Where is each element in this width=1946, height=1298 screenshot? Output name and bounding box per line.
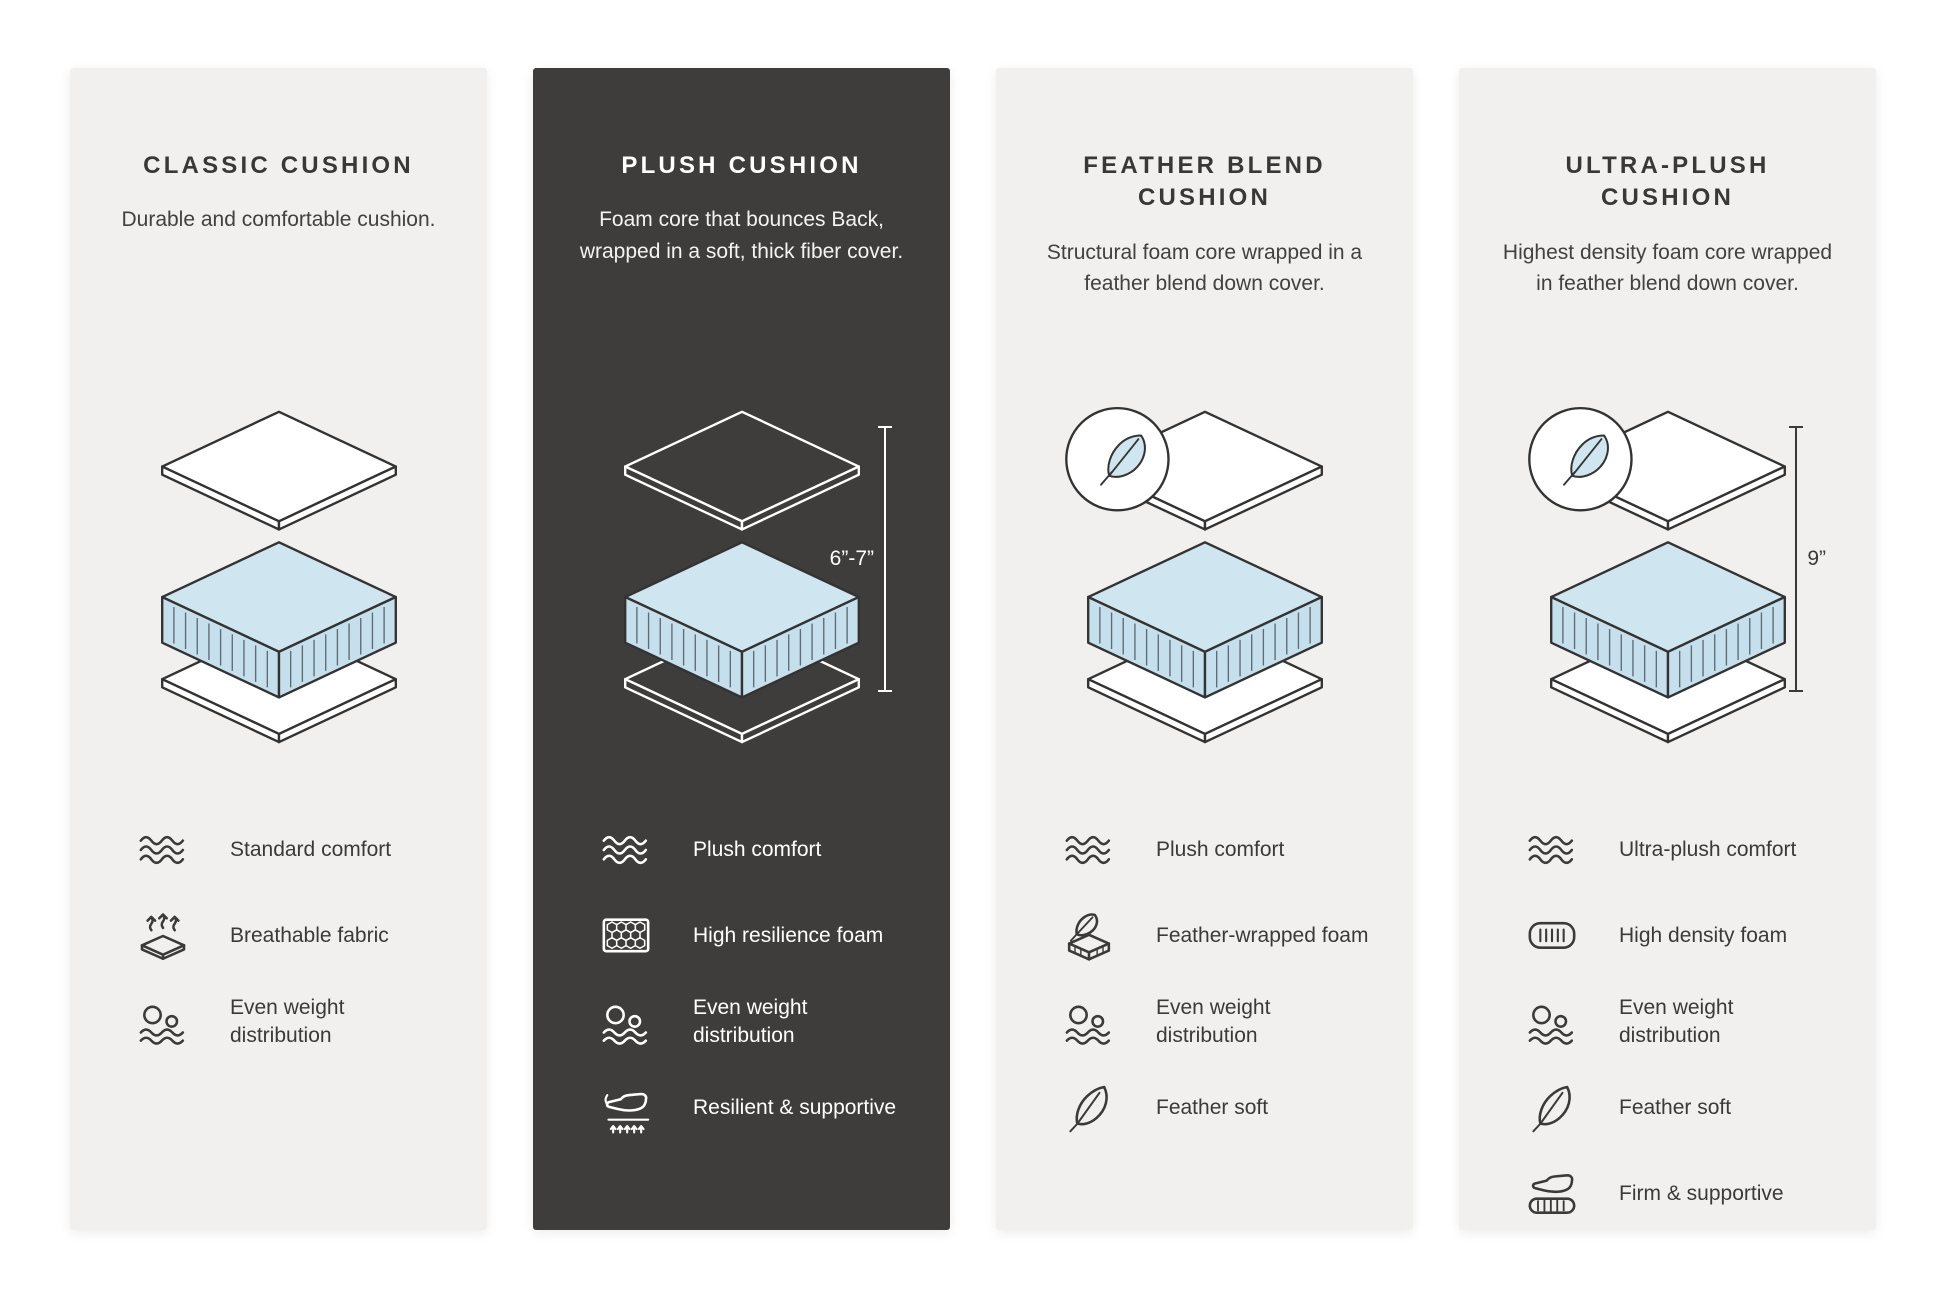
measurement-label: 9”: [1807, 547, 1826, 570]
layered-cushion-illustration: [623, 410, 860, 744]
cushion-diagram: 9”: [1495, 362, 1840, 792]
card-title: PLUSH CUSHION: [621, 152, 862, 179]
cushion-card-plush-cushion: PLUSH CUSHION Foam core that bounces Bac…: [533, 68, 950, 1230]
resilient-supportive-icon: [591, 1080, 661, 1136]
feature-label: Firm & supportive: [1619, 1181, 1784, 1205]
weight-distribution-icon: [1054, 994, 1124, 1050]
card-header: CLASSIC CUSHION Durable and comfortable …: [106, 150, 451, 362]
feature-label: Even weight distribution: [693, 995, 808, 1047]
feature-label: Standard comfort: [230, 837, 392, 861]
card-title: ULTRA-PLUSH CUSHION: [1565, 152, 1770, 212]
cushion-diagram: 6”-7”: [569, 362, 914, 792]
feature-list: Ultra-plush comfort High density foam Ev…: [1495, 818, 1840, 1226]
card-header: FEATHER BLEND CUSHION Structural foam co…: [1032, 150, 1377, 362]
firm-supportive-icon: [1517, 1166, 1587, 1222]
resilience-foam-icon: [591, 908, 661, 964]
top-layer: [160, 410, 397, 531]
wave-comfort-icon: [1054, 822, 1124, 878]
foam-core-layer: [1549, 541, 1786, 699]
card-description: Foam core that bounces Back, wrapped in …: [579, 208, 904, 263]
wave-comfort-icon: [1517, 822, 1587, 878]
card-description: Structural foam core wrapped in a feathe…: [1046, 240, 1363, 296]
feature-label: Feather soft: [1156, 1095, 1269, 1119]
card-header: ULTRA-PLUSH CUSHION Highest density foam…: [1495, 150, 1840, 362]
feature-label: Plush comfort: [1156, 837, 1285, 861]
feather-icon: [1054, 1080, 1124, 1136]
feature-item: Feather soft: [1054, 1076, 1377, 1140]
weight-distribution-icon: [128, 994, 198, 1050]
card-header: PLUSH CUSHION Foam core that bounces Bac…: [569, 150, 914, 362]
cushion-diagram: [1032, 362, 1377, 792]
feature-label: Breathable fabric: [230, 923, 389, 947]
feather-icon: [1517, 1080, 1587, 1136]
feature-item: Resilient & supportive: [591, 1076, 914, 1140]
feature-item: Ultra-plush comfort: [1517, 818, 1840, 882]
foam-core-layer: [1086, 541, 1323, 699]
feather-badge-icon: [1064, 407, 1170, 512]
measurement-bracket: [1789, 426, 1804, 692]
feature-item: Even weight distribution: [1054, 990, 1377, 1054]
feature-item: Plush comfort: [591, 818, 914, 882]
feature-item: Even weight distribution: [1517, 990, 1840, 1054]
feature-label: Feather-wrapped foam: [1156, 923, 1369, 947]
feature-item: Even weight distribution: [591, 990, 914, 1054]
feature-list: Plush comfort High resilience foam Even …: [569, 818, 914, 1140]
feature-label: High resilience foam: [693, 923, 884, 947]
height-measurement: 6”-7”: [829, 426, 892, 692]
feature-label: High density foam: [1619, 923, 1788, 947]
measurement-bracket: [878, 426, 892, 692]
feature-label: Feather soft: [1619, 1095, 1732, 1119]
cushion-card-classic-cushion: CLASSIC CUSHION Durable and comfortable …: [70, 68, 487, 1230]
weight-distribution-icon: [591, 994, 661, 1050]
feature-item: Even weight distribution: [128, 990, 451, 1054]
feature-item: High density foam: [1517, 904, 1840, 968]
card-title: CLASSIC CUSHION: [143, 152, 414, 179]
card-title: FEATHER BLEND CUSHION: [1083, 152, 1326, 212]
wave-comfort-icon: [128, 822, 198, 878]
feature-item: Plush comfort: [1054, 818, 1377, 882]
feature-label: Even weight distribution: [1156, 995, 1271, 1047]
layered-cushion-illustration: [1064, 407, 1323, 744]
card-description: Durable and comfortable cushion.: [121, 208, 436, 232]
height-measurement: 9”: [1789, 426, 1826, 692]
foam-core-layer: [623, 541, 860, 699]
feature-label: Resilient & supportive: [693, 1095, 897, 1119]
top-layer: [623, 410, 860, 531]
measurement-label: 6”-7”: [829, 547, 874, 570]
weight-distribution-icon: [1517, 994, 1587, 1050]
feather-wrapped-foam-icon: [1054, 908, 1124, 964]
layered-cushion-illustration: [1527, 407, 1786, 744]
layered-cushion-illustration: [160, 410, 397, 744]
feature-label: Plush comfort: [693, 837, 822, 861]
feature-item: Feather soft: [1517, 1076, 1840, 1140]
feature-item: Firm & supportive: [1517, 1162, 1840, 1226]
feature-item: Breathable fabric: [128, 904, 451, 968]
feature-list: Plush comfort Feather-wrapped foam Even …: [1032, 818, 1377, 1140]
cushion-card-ultra-plush-cushion: ULTRA-PLUSH CUSHION Highest density foam…: [1459, 68, 1876, 1230]
breathable-fabric-icon: [128, 908, 198, 964]
wave-comfort-icon: [591, 822, 661, 878]
feature-item: Feather-wrapped foam: [1054, 904, 1377, 968]
feature-label: Even weight distribution: [1619, 995, 1734, 1047]
density-foam-icon: [1517, 908, 1587, 964]
feature-item: High resilience foam: [591, 904, 914, 968]
feature-item: Standard comfort: [128, 818, 451, 882]
card-description: Highest density foam core wrapped in fea…: [1502, 240, 1833, 296]
foam-core-layer: [160, 541, 397, 699]
cushion-diagram: [106, 362, 451, 792]
cushion-card-feather-blend-cushion: FEATHER BLEND CUSHION Structural foam co…: [996, 68, 1413, 1230]
cushion-cards-row: CLASSIC CUSHION Durable and comfortable …: [70, 68, 1876, 1230]
feature-list: Standard comfort Breathable fabric Even …: [106, 818, 451, 1054]
feature-label: Even weight distribution: [230, 995, 345, 1047]
feather-badge-icon: [1527, 407, 1633, 512]
feature-label: Ultra-plush comfort: [1619, 837, 1797, 861]
